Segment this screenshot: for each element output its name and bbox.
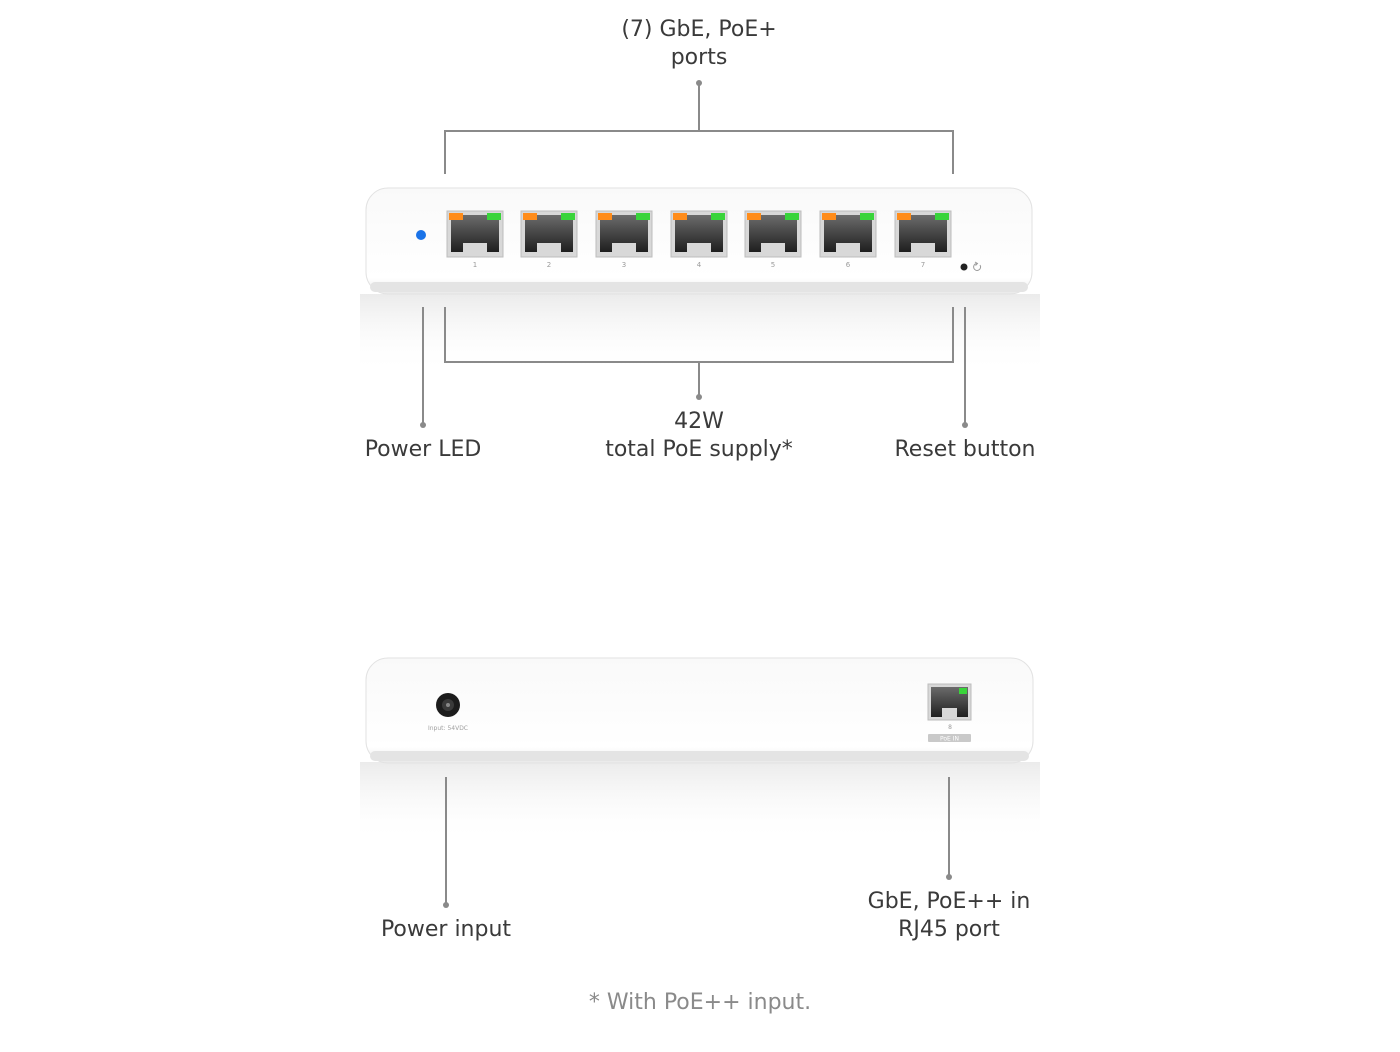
port-5-number: 5 — [771, 261, 775, 269]
uplink-port-tag-bg — [928, 734, 971, 742]
uplink-port[interactable] — [927, 683, 972, 721]
port-5[interactable]: 5 — [744, 210, 802, 269]
back-callout-lines — [445, 777, 950, 904]
front-base-edge — [370, 282, 1028, 292]
port-1[interactable]: 1 — [446, 210, 504, 269]
port-4[interactable]: 4 — [670, 210, 728, 269]
front-reflection — [360, 294, 1040, 374]
port-3[interactable]: 3 — [595, 210, 653, 269]
uplink-port-tag: PoE IN — [940, 736, 959, 743]
reset-button-label: Reset button — [894, 437, 1036, 462]
power-led-label: Power LED — [364, 437, 482, 462]
port-6-number: 6 — [846, 261, 851, 269]
ports-label-line-1: (7) GbE, PoE+ — [621, 17, 777, 42]
port-7[interactable]: 7 — [894, 210, 952, 269]
reset-button[interactable] — [960, 263, 968, 271]
power-input-label: Power input — [380, 917, 512, 942]
port-6[interactable]: 6 — [819, 210, 877, 269]
footnote: * With PoE++ input. — [588, 990, 812, 1015]
ports-label-line-2: ports — [670, 45, 728, 70]
back-reflection — [360, 762, 1040, 842]
reset-icon — [973, 261, 982, 271]
power-input-jack[interactable] — [436, 693, 460, 717]
poe-supply-label: 42W total PoE supply* — [549, 408, 849, 464]
front-callout-lines — [422, 84, 966, 424]
port-4-number: 4 — [697, 261, 702, 269]
port-3-number: 3 — [622, 261, 626, 269]
back-chassis — [365, 657, 1034, 764]
uplink-port-label-line-1: GbE, PoE++ in — [867, 889, 1031, 914]
power-led — [416, 230, 426, 240]
port-2[interactable]: 2 — [520, 210, 578, 269]
poe-supply-label-line-1: 42W — [674, 409, 724, 434]
front-switch: 1 2 3 4 — [360, 187, 1040, 374]
uplink-port-label-line-2: RJ45 port — [898, 917, 1000, 942]
front-callout-dots — [420, 80, 968, 428]
port-2-number: 2 — [547, 261, 551, 269]
port-7-number: 7 — [921, 261, 925, 269]
back-base-edge — [370, 751, 1029, 761]
port-1-number: 1 — [473, 261, 477, 269]
ports-label: (7) GbE, PoE+ ports — [549, 16, 849, 72]
uplink-port-label: GbE, PoE++ in RJ45 port — [819, 888, 1079, 944]
back-callout-dots — [443, 874, 952, 908]
uplink-port-number: 8 — [948, 724, 952, 731]
poe-supply-label-line-2: total PoE supply* — [605, 437, 793, 462]
input-rating-text: Input: 54VDC — [428, 725, 468, 732]
ports-bracket — [444, 130, 954, 174]
back-switch: Input: 54VDC 8 PoE IN — [360, 657, 1040, 842]
